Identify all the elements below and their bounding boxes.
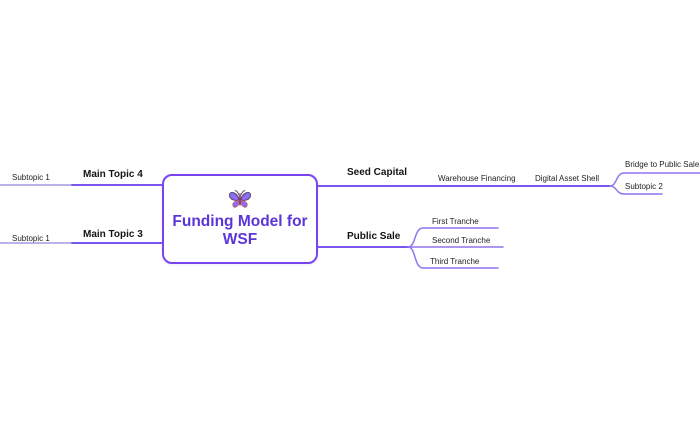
topic-label-third-tranche[interactable]: Third Tranche: [430, 257, 480, 266]
topic-label-main-topic-4[interactable]: Main Topic 4: [83, 169, 143, 180]
topic-label-bridge-to-public-sale[interactable]: Bridge to Public Sale: [625, 160, 700, 169]
topic-label-subtopic1-bottom[interactable]: Subtopic 1: [12, 234, 50, 243]
topic-label-seed-capital[interactable]: Seed Capital: [347, 167, 408, 178]
root-topic-title: Funding Model for WSF: [172, 213, 308, 248]
topic-label-first-tranche[interactable]: First Tranche: [432, 217, 479, 226]
connector-subtopic-2: [609, 185, 663, 195]
topic-label-second-tranche[interactable]: Second Tranche: [432, 236, 491, 245]
topic-label-warehouse-financing[interactable]: Warehouse Financing: [438, 174, 516, 183]
topic-label-subtopic1-top[interactable]: Subtopic 1: [12, 173, 50, 182]
topic-label-public-sale[interactable]: Public Sale: [347, 231, 401, 242]
topic-label-subtopic-2[interactable]: Subtopic 2: [625, 182, 663, 191]
root-topic-node[interactable]: Funding Model for WSF: [162, 174, 318, 264]
topic-label-main-topic-3[interactable]: Main Topic 3: [83, 229, 143, 240]
connector-third-tranche: [407, 246, 499, 269]
butterfly-icon: [229, 190, 251, 208]
topic-label-digital-asset-shell[interactable]: Digital Asset Shell: [535, 174, 600, 183]
